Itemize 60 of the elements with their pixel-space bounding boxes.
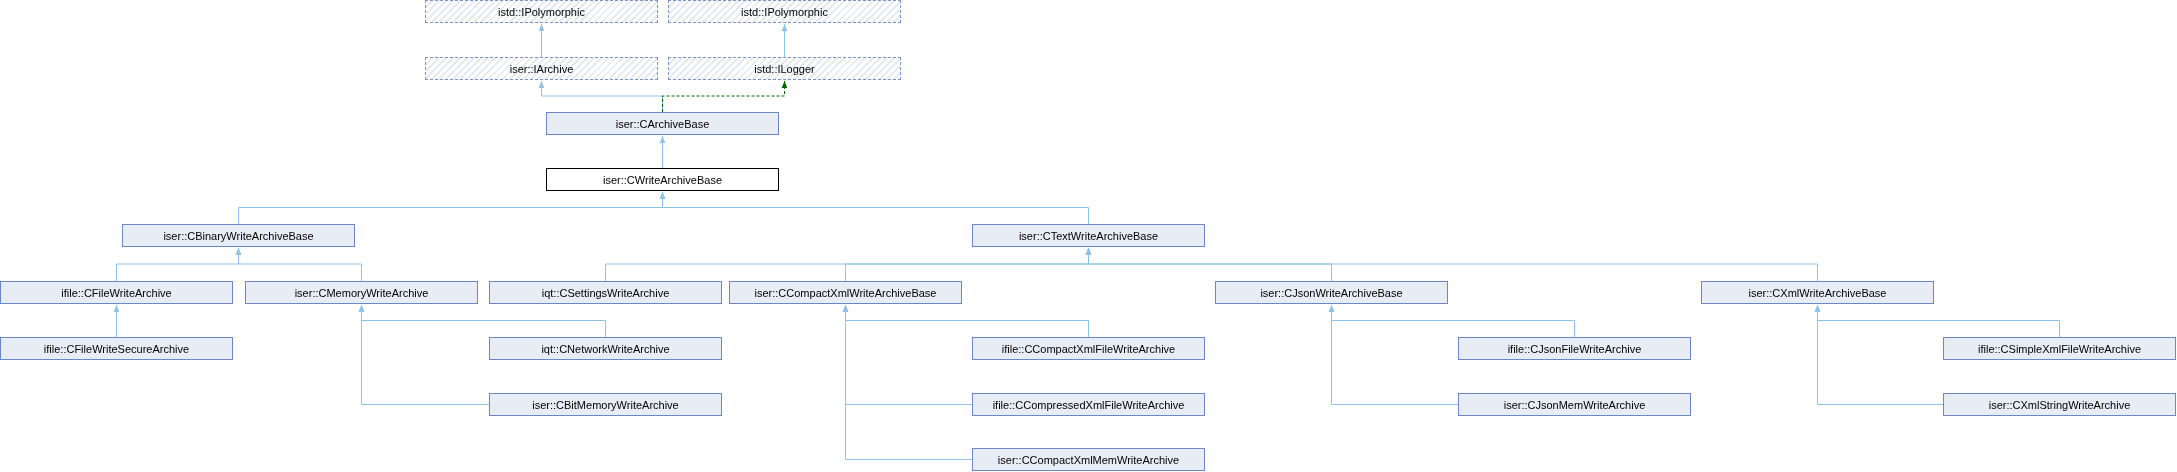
class-name: istd::IPolymorphic [741, 5, 828, 18]
class-box [972, 448, 1205, 471]
class-name: istd::ILogger [754, 62, 815, 75]
class-name: ifile::CSimpleXmlFileWriteArchive [1978, 342, 2141, 355]
inheritance-arrow [1085, 247, 1818, 282]
inheritance-arrow [358, 304, 490, 405]
class-name: iser::CCompactXmlWriteArchiveBase [754, 286, 937, 299]
class-box [1458, 393, 1691, 416]
inheritance-arrow [235, 247, 362, 282]
inheritance-arrow [662, 80, 788, 113]
class-box [546, 168, 779, 191]
class-name: istd::IPolymorphic [498, 5, 585, 18]
class-box [245, 281, 478, 304]
class-box [425, 57, 658, 80]
class-name: ifile::CFileWriteSecureArchive [43, 342, 190, 355]
class-box [0, 281, 233, 304]
class-box [122, 224, 355, 247]
class-name: iser::CXmlWriteArchiveBase [1748, 286, 1887, 299]
inheritance-arrow [781, 23, 788, 58]
class-box [1458, 337, 1691, 360]
class-name: iser::CWriteArchiveBase [603, 173, 722, 186]
inheritance-arrow [842, 304, 973, 460]
inheritance-arrow [659, 191, 1089, 225]
class-name: iser::CMemoryWriteArchive [294, 286, 429, 299]
class-name: iser::CTextWriteArchiveBase [1018, 229, 1159, 242]
class-box [972, 393, 1205, 416]
class-box [972, 224, 1205, 247]
class-box [1943, 393, 2176, 416]
inheritance-arrow [1328, 304, 1459, 405]
class-name: iser::CXmlStringWriteArchive [1988, 398, 2131, 411]
inheritance-arrow [113, 304, 120, 338]
class-name: ifile::CJsonFileWriteArchive [1507, 342, 1642, 355]
class-name: iser::CBitMemoryWriteArchive [532, 398, 679, 411]
class-box [1943, 337, 2176, 360]
class-name: iser::CArchiveBase [615, 117, 710, 130]
class-box [489, 337, 722, 360]
class-name: iser::CBinaryWriteArchiveBase [163, 229, 314, 242]
class-box [0, 337, 233, 360]
class-name: iser::CJsonWriteArchiveBase [1260, 286, 1403, 299]
inheritance-arrow [538, 23, 545, 58]
class-box [972, 337, 1205, 360]
class-box [668, 0, 901, 23]
class-name: iqt::CSettingsWriteArchive [541, 286, 670, 299]
class-box [729, 281, 962, 304]
class-name: iser::CJsonMemWriteArchive [1503, 398, 1646, 411]
class-box [489, 281, 722, 304]
class-name: iser::CCompactXmlMemWriteArchive [997, 453, 1180, 466]
class-name: ifile::CCompressedXmlFileWriteArchive [992, 398, 1185, 411]
class-box [668, 57, 901, 80]
inheritance-arrow [659, 135, 666, 169]
class-box [425, 0, 658, 23]
class-box [546, 112, 779, 135]
class-name: iser::IArchive [509, 62, 574, 75]
inheritance-arrow [1814, 304, 1944, 405]
class-name: ifile::CCompactXmlFileWriteArchive [1001, 342, 1176, 355]
class-box [1215, 281, 1448, 304]
class-name: iqt::CNetworkWriteArchive [541, 342, 670, 355]
class-name: ifile::CFileWriteArchive [61, 286, 172, 299]
class-box [1701, 281, 1934, 304]
class-box [489, 393, 722, 416]
